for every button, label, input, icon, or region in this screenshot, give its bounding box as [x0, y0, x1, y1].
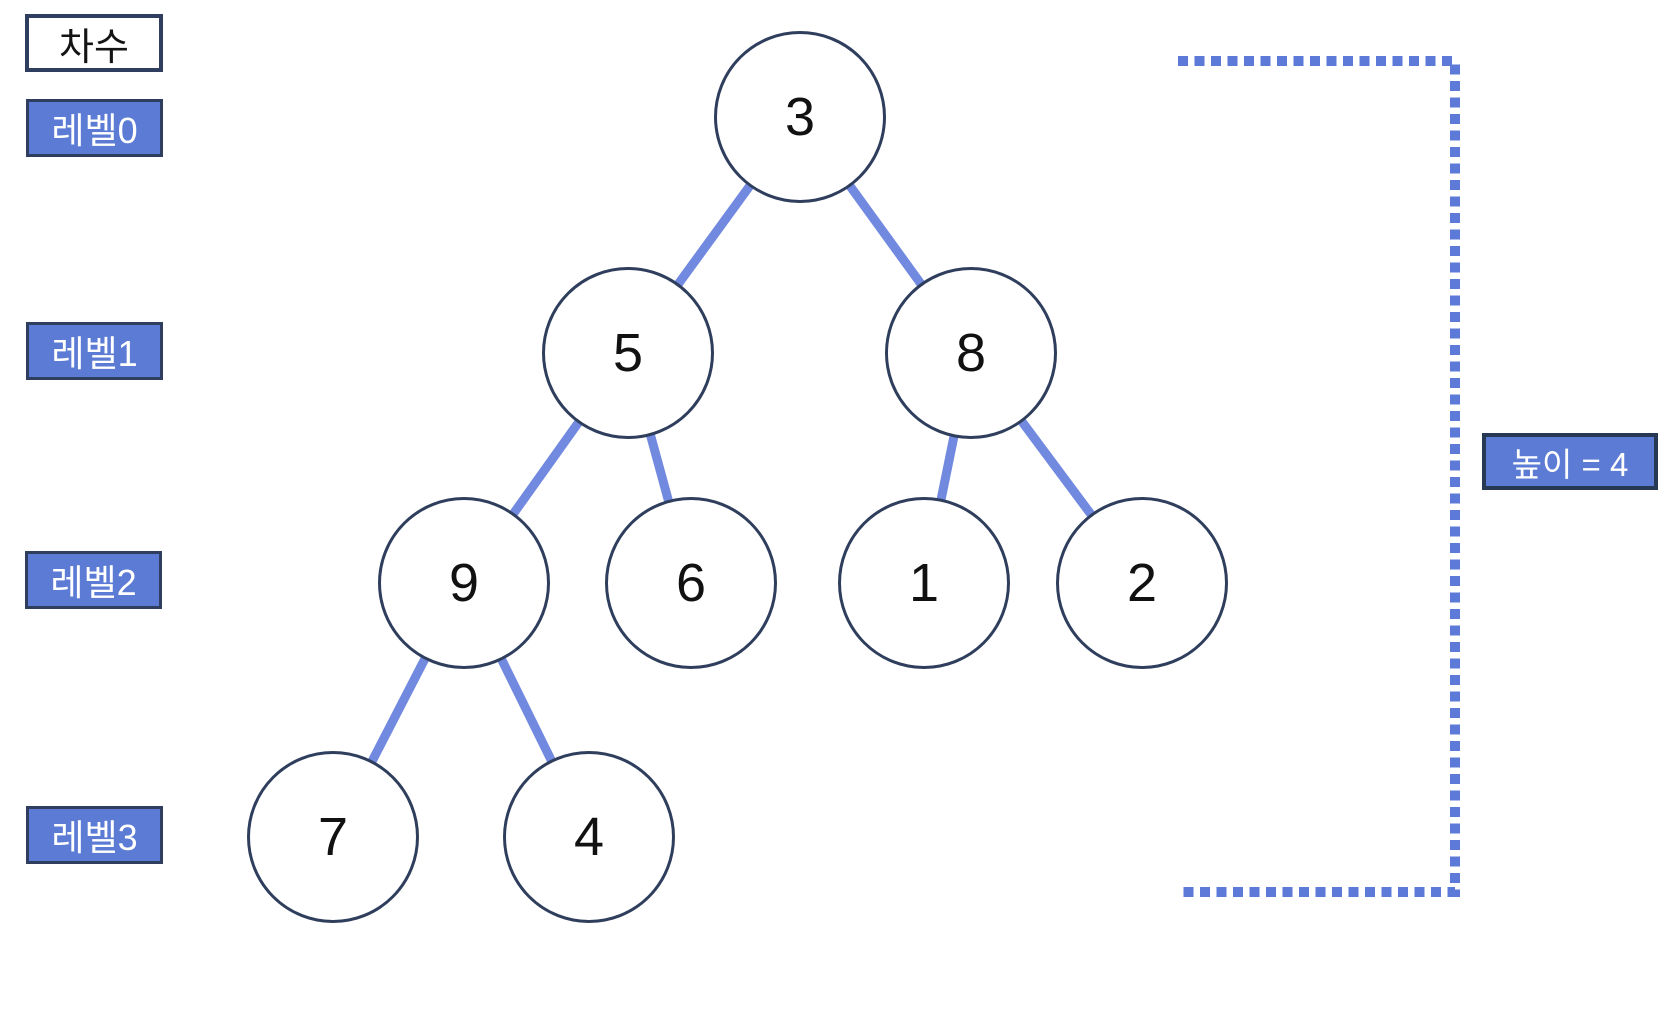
level-label-1: 레벨1	[26, 322, 163, 380]
tree-node-8: 8	[885, 267, 1057, 439]
level-label-3-text: 레벨3	[51, 817, 138, 858]
degree-box: 차수	[25, 14, 163, 72]
tree-node-7-value: 7	[317, 807, 349, 867]
tree-node-9: 9	[378, 497, 550, 669]
tree-node-7: 7	[247, 751, 419, 923]
degree-label: 차수	[59, 26, 129, 69]
level-label-0-text: 레벨0	[51, 110, 138, 151]
level-label-2-text: 레벨2	[50, 562, 137, 603]
tree-node-4: 4	[503, 751, 675, 923]
tree-node-3: 3	[714, 31, 886, 203]
height-badge-text: 높이 = 4	[1511, 445, 1629, 483]
tree-node-4-value: 4	[573, 807, 605, 867]
tree-node-6: 6	[605, 497, 777, 669]
tree-node-1-value: 1	[908, 553, 940, 613]
height-badge: 높이 = 4	[1482, 433, 1658, 490]
level-label-1-text: 레벨1	[51, 333, 138, 374]
level-label-2: 레벨2	[25, 551, 162, 609]
tree-node-5: 5	[542, 267, 714, 439]
tree-node-8-value: 8	[955, 323, 987, 383]
tree-node-1: 1	[838, 497, 1010, 669]
tree-node-3-value: 3	[784, 87, 816, 147]
tree-node-2-value: 2	[1126, 553, 1158, 613]
level-label-3: 레벨3	[26, 806, 163, 864]
tree-node-6-value: 6	[675, 553, 707, 613]
tree-node-2: 2	[1056, 497, 1228, 669]
tree-node-9-value: 9	[448, 553, 480, 613]
height-bracket	[1178, 56, 1460, 897]
level-label-0: 레벨0	[26, 99, 163, 157]
tree-node-5-value: 5	[612, 323, 644, 383]
